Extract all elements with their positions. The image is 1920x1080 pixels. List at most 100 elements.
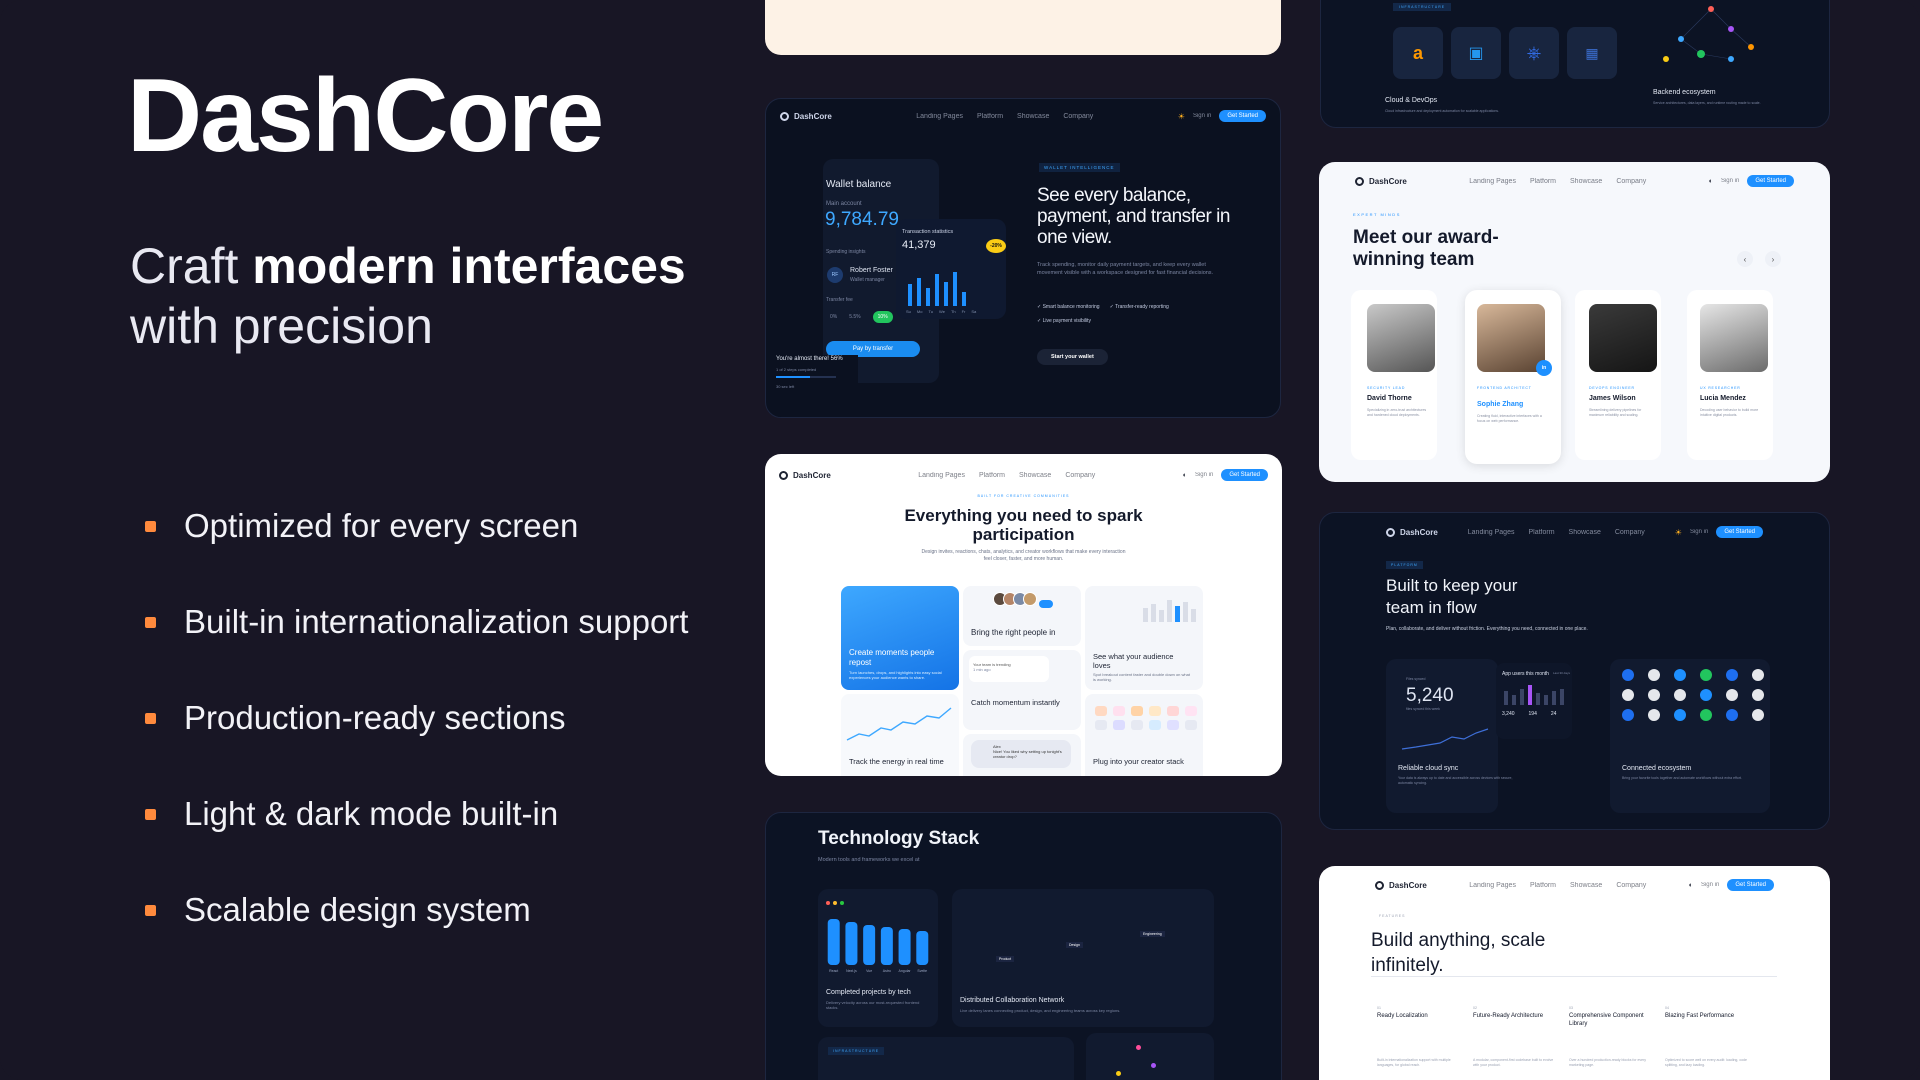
feature-item: Optimized for every screen <box>145 478 688 574</box>
tick-label: Vue <box>866 969 872 973</box>
theme-toggle-icon[interactable]: ◐ <box>1708 177 1713 185</box>
repost-card[interactable] <box>841 586 959 690</box>
check-item: ✓ Transfer-ready reporting <box>1109 304 1169 310</box>
nav-logo[interactable]: DashCore <box>1386 527 1438 537</box>
stats-badge: -20% <box>986 239 1006 253</box>
build-item: 02 Future-Ready Architecture A modular, … <box>1473 1006 1554 1067</box>
cloud-devops-preview-card[interactable]: INFRASTRUCTURE a ▣ ⎈ ▦ Cloud & DevOps Cl… <box>1320 0 1830 128</box>
check-item: ✓ Live payment visibility <box>1037 318 1091 324</box>
wallet-heading: See every balance, payment, and transfer… <box>1037 185 1230 248</box>
start-wallet-button[interactable]: Start your wallet <box>1037 349 1108 365</box>
get-started-button[interactable]: Get Started <box>1219 110 1266 122</box>
kubernetes-icon: ⎈ <box>1509 27 1559 79</box>
bullet-icon <box>145 616 156 628</box>
tick-label: Next.js <box>846 969 857 973</box>
sign-in-link[interactable]: Sign in <box>1720 178 1740 184</box>
brand-title: DashCore <box>127 58 604 174</box>
nav-logo[interactable]: DashCore <box>1375 880 1427 890</box>
network-node: Product <box>996 956 1015 962</box>
app-icon <box>1700 689 1712 701</box>
bullet-icon <box>145 904 156 916</box>
bar-react <box>827 919 840 965</box>
build-item: 04 Blazing Fast Performance Optimized to… <box>1665 1006 1747 1067</box>
get-started-button[interactable]: Get Started <box>1727 879 1774 891</box>
cloud-service-icon: ▦ <box>1567 27 1617 79</box>
feature-list: Optimized for every screen Built-in inte… <box>145 478 688 958</box>
flow-title: Built to keep your team in flow <box>1386 576 1518 617</box>
nav-logo[interactable]: DashCore <box>1355 176 1407 186</box>
get-started-button[interactable]: Get Started <box>1221 469 1268 481</box>
app-icon <box>1752 709 1764 721</box>
docker-icon: ▣ <box>1451 27 1501 79</box>
amazon-icon: a <box>1393 27 1443 79</box>
stats-value: 41,379 <box>902 239 936 251</box>
tick-label: Astro <box>883 969 891 973</box>
bar-nextjs <box>845 922 858 965</box>
theme-toggle-icon[interactable]: ◐ <box>1182 471 1187 479</box>
sun-icon[interactable]: ☀ <box>1674 527 1682 537</box>
bar-astro <box>880 927 893 965</box>
app-icon <box>1726 709 1738 721</box>
member-photo <box>1477 304 1545 372</box>
app-icon <box>1752 689 1764 701</box>
team-title: Meet our award-winning team <box>1353 227 1499 270</box>
bullet-icon <box>145 712 156 724</box>
theme-toggle-icon[interactable]: ◐ <box>1688 881 1693 889</box>
next-arrow-icon[interactable]: › <box>1765 251 1781 267</box>
bar-angular <box>898 929 911 965</box>
app-icon <box>1622 689 1634 701</box>
sign-in-link[interactable]: Sign in <box>1192 113 1212 119</box>
app-icon <box>1674 669 1686 681</box>
sign-in-link[interactable]: Sign in <box>1194 472 1214 478</box>
app-icon <box>1726 689 1738 701</box>
sync-line <box>1401 728 1489 750</box>
prev-arrow-icon[interactable]: ‹ <box>1737 251 1753 267</box>
sun-icon[interactable]: ☀ <box>1177 111 1185 121</box>
orbit-dot <box>1136 1045 1141 1050</box>
engage-title: Everything you need to spark participati… <box>904 506 1143 544</box>
nav-logo[interactable]: DashCore <box>780 111 832 121</box>
build-item: 03 Comprehensive Component Library Over … <box>1569 1006 1647 1067</box>
tick-label: Angular <box>899 969 912 973</box>
tech-stack-preview-card[interactable]: Technology Stack Modern tools and framew… <box>765 812 1282 1080</box>
app-icon <box>1622 669 1634 681</box>
get-started-button[interactable]: Get Started <box>1747 175 1794 187</box>
wallet-badge: WALLET INTELLIGENCE <box>1039 163 1120 172</box>
app-icon <box>1622 709 1634 721</box>
pay-by-transfer-button[interactable]: Pay by transfer <box>826 341 920 357</box>
sign-in-link[interactable]: Sign in <box>1700 882 1720 888</box>
transaction-bars <box>908 272 966 306</box>
partial-light-card[interactable] <box>765 0 1281 55</box>
app-icon <box>1700 709 1712 721</box>
build-item: 01 Ready Localization Built-in internati… <box>1377 1006 1451 1067</box>
linkedin-icon[interactable]: in <box>1536 360 1552 376</box>
build-title: Build anything, scale infinitely. <box>1371 930 1546 976</box>
bottom-panel-2 <box>1086 1033 1214 1080</box>
app-icon <box>1648 709 1660 721</box>
progress-widget: You're almost there! 56% 1 of 2 steps co… <box>776 355 858 417</box>
feature-item: Light & dark mode built-in <box>145 766 688 862</box>
app-icon <box>1674 689 1686 701</box>
stats-panel <box>896 219 1006 319</box>
app-icon <box>1752 669 1764 681</box>
ecosystem-icon-grid <box>1622 669 1764 721</box>
get-started-button[interactable]: Get Started <box>1716 526 1763 538</box>
sync-stat: 5,240 <box>1406 685 1454 706</box>
sign-in-link[interactable]: Sign in <box>1689 529 1709 535</box>
feature-item: Production-ready sections <box>145 670 688 766</box>
progress-fill <box>776 376 810 378</box>
ecosystem-panel <box>1610 659 1770 813</box>
network-panel <box>952 889 1214 1027</box>
nav-logo[interactable]: DashCore <box>779 470 831 480</box>
